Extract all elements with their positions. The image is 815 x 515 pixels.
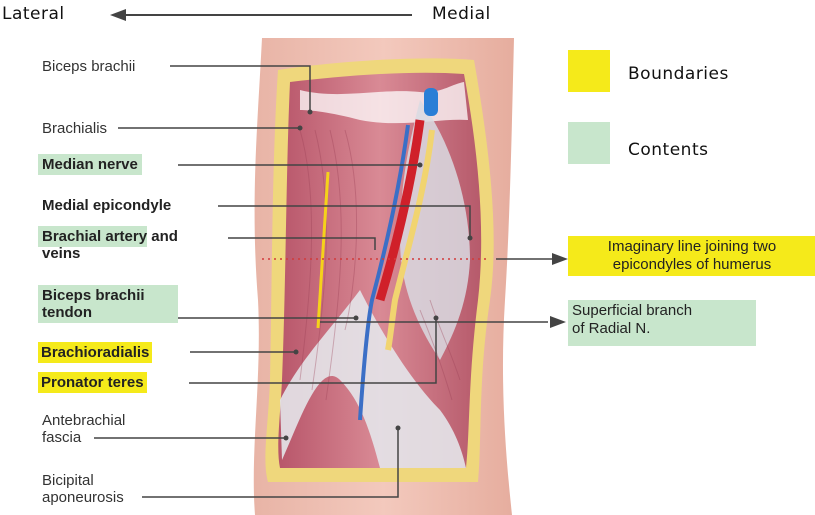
label-and: and — [151, 228, 178, 245]
superficial-branch-line1: Superficial branch — [572, 302, 692, 319]
label-medial-epicondyle: Medial epicondyle — [42, 197, 171, 214]
label-veins: veins — [38, 245, 80, 262]
imaginary-line-note-line2: epicondyles of humerus — [613, 256, 771, 273]
label-pronator-teres: Pronator teres — [38, 372, 147, 393]
label-bicipital-aponeurosis: Bicipital aponeurosis — [42, 472, 124, 506]
superficial-branch-line2: of Radial N. — [572, 320, 650, 337]
contents-swatch — [568, 122, 610, 164]
label-biceps-brachii: Biceps brachii — [42, 58, 135, 75]
label-brachialis: Brachialis — [42, 120, 107, 137]
label-antebrachial-line1: Antebrachial — [42, 412, 125, 429]
label-antebrachial-line2: fascia — [42, 429, 81, 446]
lateral-label: Lateral — [2, 4, 65, 24]
label-biceps-tendon: Biceps brachii tendon — [38, 285, 178, 323]
imaginary-line-note-line1: Imaginary line joining two — [608, 238, 776, 255]
boundaries-swatch — [568, 50, 610, 92]
medial-label: Medial — [432, 4, 491, 24]
label-biceps-tendon-line2: tendon — [42, 304, 92, 321]
superficial-branch-note: Superficial branch of Radial N. — [568, 300, 756, 346]
contents-legend-label: Contents — [628, 140, 708, 160]
label-antebrachial-fascia: Antebrachial fascia — [42, 412, 125, 446]
label-bicipital-line2: aponeurosis — [42, 489, 124, 506]
label-brachial-artery-veins: Brachial artery and veins — [38, 228, 178, 262]
imaginary-line-note: Imaginary line joining two epicondyles o… — [568, 236, 815, 276]
label-median-nerve: Median nerve — [38, 154, 142, 175]
direction-arrowhead — [110, 9, 126, 21]
label-brachial-artery: Brachial artery — [38, 226, 147, 247]
label-biceps-tendon-line1: Biceps brachii — [42, 287, 145, 304]
label-bicipital-line1: Bicipital — [42, 472, 94, 489]
vessel-stump — [424, 88, 438, 116]
boundaries-legend-label: Boundaries — [628, 64, 729, 84]
label-brachioradialis: Brachioradialis — [38, 342, 152, 363]
